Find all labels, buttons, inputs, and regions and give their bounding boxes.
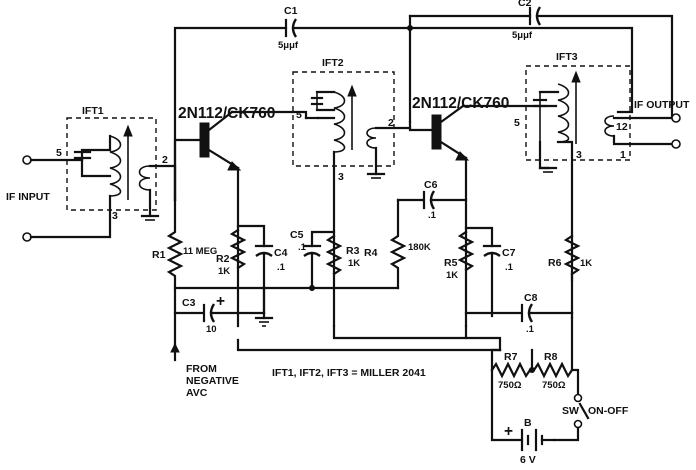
switch-label: SW — [562, 405, 579, 417]
r2-value: 1K — [218, 266, 230, 277]
switch-onoff-label: ON-OFF — [588, 405, 629, 417]
c7-label: C7 — [502, 247, 516, 259]
c5-value: .1 — [298, 242, 307, 253]
on-off-switch[interactable] — [552, 393, 590, 442]
ift3-pin-1: 1 — [620, 149, 626, 161]
ift2-transformer — [292, 71, 412, 328]
c8-value: .1 — [526, 324, 535, 335]
r4-resistor — [389, 198, 407, 290]
c3-polarity: + — [216, 293, 225, 310]
emitter-bus — [236, 272, 574, 352]
battery-label: B — [524, 417, 532, 429]
c4-label: C4 — [274, 247, 288, 259]
r8-resistor — [490, 316, 580, 398]
r5-resistor — [457, 230, 475, 272]
c6-label: C6 — [424, 179, 438, 191]
q1-transistor — [173, 110, 308, 328]
ift3-pin-3: 3 — [576, 149, 582, 161]
if-output-terminals — [671, 113, 681, 149]
ift2-pin-3: 3 — [338, 171, 344, 183]
c5-capacitor — [302, 230, 336, 290]
r1-value: 11 MEG — [183, 246, 217, 257]
r2-label: R2 — [216, 253, 230, 265]
r1-resistor — [166, 198, 184, 347]
battery-6v — [490, 368, 556, 452]
ift-note: IFT1, IFT2, IFT3 = MILLER 2041 — [272, 367, 426, 379]
r3-label: R3 — [346, 245, 360, 257]
ift1-label: IFT1 — [82, 105, 104, 117]
r4-label: R4 — [364, 247, 378, 259]
battery-polarity: + — [504, 423, 513, 440]
c2-label: C2 — [518, 0, 532, 9]
c2-value: 5μμf — [512, 30, 533, 41]
r4-value: 180K — [408, 242, 431, 253]
ground-bus — [173, 285, 400, 315]
ift1-transformer — [66, 117, 177, 221]
r3-value: 1K — [348, 258, 360, 269]
avc-label-line3: AVC — [186, 387, 208, 399]
feedback-c2-group — [408, 6, 674, 120]
avc-label-line2: NEGATIVE — [186, 375, 239, 387]
c3-value: 10 — [206, 324, 217, 335]
r2-resistor — [229, 228, 247, 270]
if-input-label: IF INPUT — [6, 191, 50, 203]
ift1-pin-3: 3 — [112, 210, 118, 222]
r6-label: R6 — [548, 257, 562, 269]
c1-label: C1 — [284, 5, 298, 17]
c4-value: .1 — [277, 262, 286, 273]
c8-capacitor — [464, 303, 574, 323]
c3-label: C3 — [182, 297, 196, 309]
ift2-label: IFT2 — [322, 57, 344, 69]
avc-label-line1: FROM — [186, 363, 217, 375]
ift3-pin-12: 12 — [616, 121, 628, 133]
ift3-label: IFT3 — [556, 51, 578, 63]
c6-value: .1 — [428, 210, 437, 221]
ift1-pin-2: 2 — [162, 154, 168, 166]
c6-capacitor — [396, 190, 468, 210]
r6-resistor — [563, 234, 581, 276]
if-output-label: IF OUTPUT — [634, 99, 690, 111]
r3-resistor — [325, 234, 343, 276]
r6-value: 1K — [580, 258, 592, 269]
c1-value: 5μμf — [278, 40, 299, 51]
ift1-pin-5: 5 — [56, 147, 62, 159]
r5-label: R5 — [444, 257, 458, 269]
r5-value: 1K — [446, 270, 458, 281]
ift2-pin-2: 2 — [388, 117, 394, 129]
avc-input-arrow — [170, 342, 180, 362]
r7-label: R7 — [504, 351, 518, 363]
q2-label: 2N112/CK760 — [412, 95, 509, 112]
c7-value: .1 — [505, 262, 514, 273]
c7-capacitor — [464, 226, 502, 318]
r7-value: 750Ω — [498, 380, 522, 391]
q1-label: 2N112/CK760 — [178, 105, 275, 122]
ift3-transformer — [525, 65, 674, 282]
r8-value: 750Ω — [542, 380, 566, 391]
c8-label: C8 — [524, 292, 538, 304]
c3-capacitor — [173, 303, 266, 323]
r1-label: R1 — [152, 249, 166, 261]
r8-label: R8 — [544, 351, 558, 363]
r7-resistor — [490, 361, 532, 379]
ift2-pin-5: 5 — [296, 109, 302, 121]
battery-value: 6 V — [520, 454, 536, 466]
ift3-pin-5: 5 — [514, 117, 520, 129]
c5-label: C5 — [290, 229, 304, 241]
